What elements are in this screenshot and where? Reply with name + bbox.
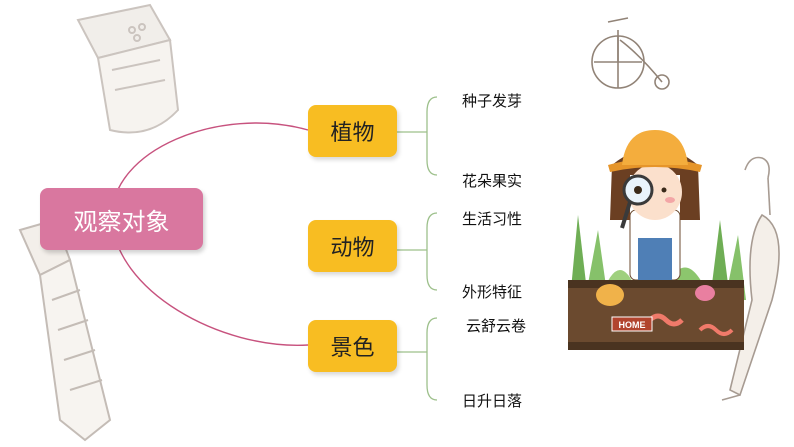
leaf-sunrise-sunset: 日升日落 xyxy=(462,392,523,410)
bracket-animals xyxy=(397,212,438,291)
category-label: 植物 xyxy=(330,121,375,146)
leaf-brackets xyxy=(397,96,438,401)
bracket-plants xyxy=(397,96,438,176)
girl-icon xyxy=(608,130,702,281)
worm-icon xyxy=(648,313,684,327)
category-node-plants[interactable]: 植物 xyxy=(308,105,397,157)
category-label: 景色 xyxy=(330,336,375,361)
leaf-appearance: 外形特征 xyxy=(462,283,523,301)
lighter-sketch xyxy=(76,3,180,134)
home-sign: HOME xyxy=(611,316,653,332)
home-sign-text: HOME xyxy=(619,320,646,330)
leaf-flowers-fruits: 花朵果实 xyxy=(462,172,523,190)
root-label: 观察对象 xyxy=(73,207,170,236)
root-node[interactable]: 观察对象 xyxy=(40,188,203,250)
bicycle-sketch xyxy=(591,17,670,90)
girl-with-magnifier-illustration: HOME xyxy=(568,130,746,350)
category-node-scenery[interactable]: 景色 xyxy=(308,320,397,372)
worm-icon xyxy=(698,324,734,336)
leaf-clouds: 云舒云卷 xyxy=(466,317,527,335)
leaf-living-habits: 生活习性 xyxy=(462,210,523,228)
garden-box xyxy=(568,280,744,350)
snail-icon xyxy=(695,285,715,301)
category-label: 动物 xyxy=(330,236,375,261)
leaf-seed-germination: 种子发芽 xyxy=(462,92,523,110)
snail-icon xyxy=(596,284,624,306)
bracket-scenery xyxy=(397,317,438,401)
category-node-animals[interactable]: 动物 xyxy=(308,220,397,272)
